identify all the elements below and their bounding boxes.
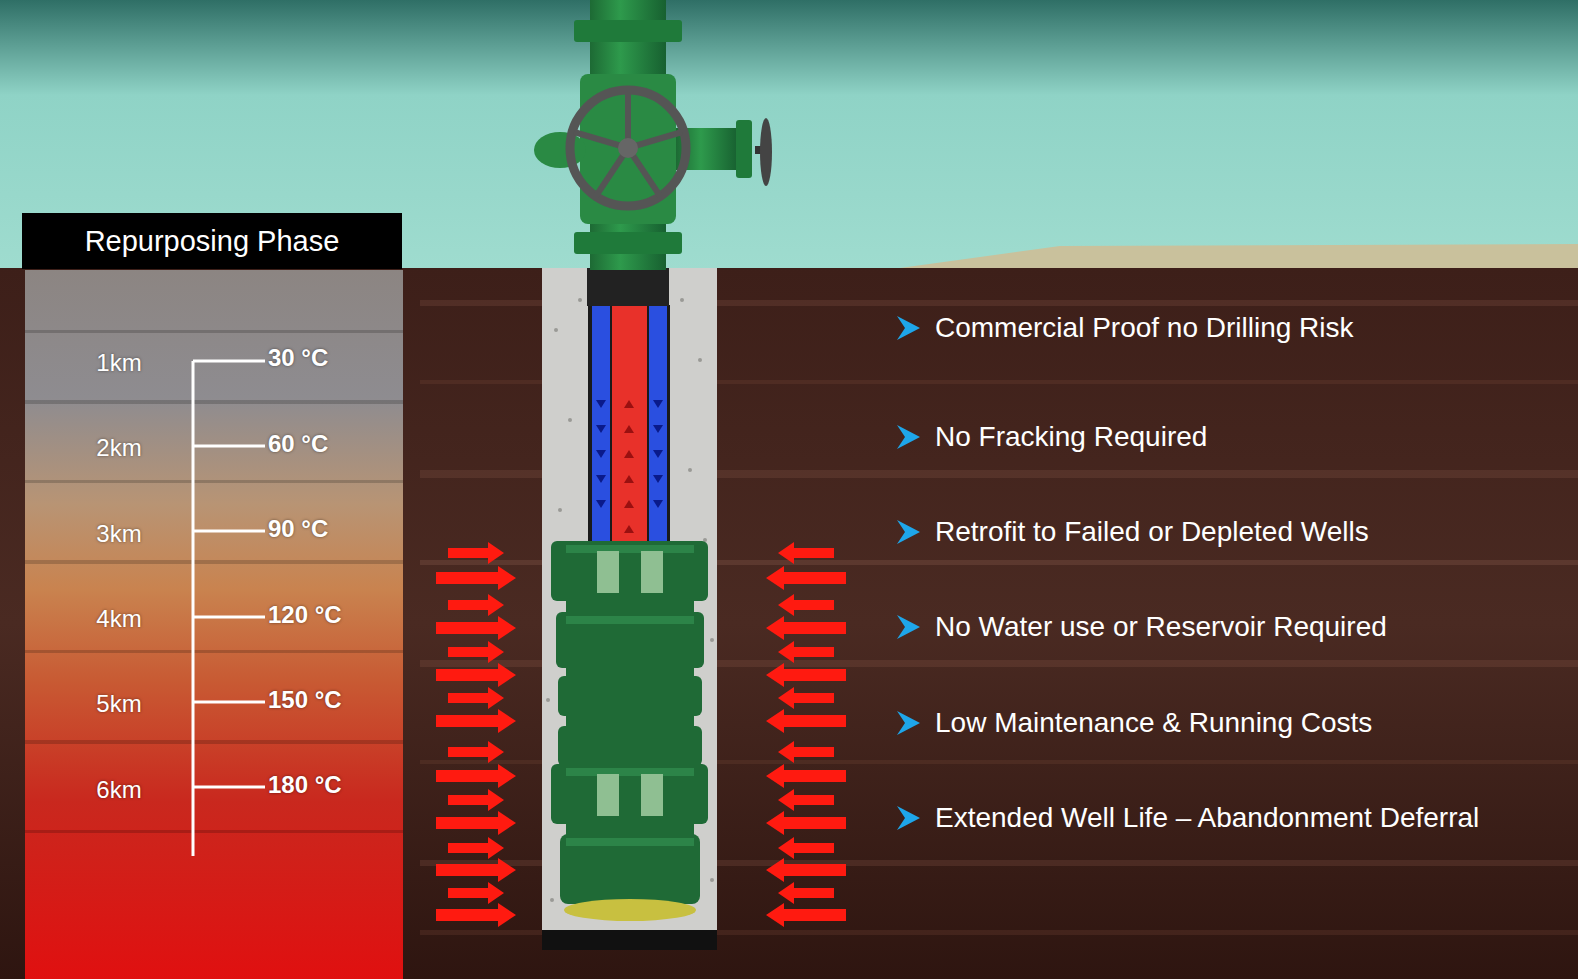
temperature-label: 60 °C [268, 430, 328, 458]
temperature-label: 120 °C [268, 601, 342, 629]
benefit-bullet: Retrofit to Failed or Depleted Wells [935, 516, 1369, 548]
depth-label: 1km [96, 349, 141, 377]
benefit-bullet: Low Maintenance & Running Costs [935, 707, 1372, 739]
benefit-bullet: Extended Well Life – Abandonment Deferra… [935, 802, 1479, 834]
benefit-bullet: No Fracking Required [935, 421, 1207, 453]
depth-label: 6km [96, 776, 141, 804]
depth-label: 5km [96, 690, 141, 718]
depth-label: 3km [96, 520, 141, 548]
benefit-bullet: Commercial Proof no Drilling Risk [935, 312, 1354, 344]
depth-label: 2km [96, 434, 141, 462]
temperature-label: 150 °C [268, 686, 342, 714]
temperature-label: 90 °C [268, 515, 328, 543]
phase-title: Repurposing Phase [85, 225, 340, 258]
phase-title-box: Repurposing Phase [22, 213, 402, 269]
temperature-label: 30 °C [268, 344, 328, 372]
depth-label: 4km [96, 605, 141, 633]
temperature-label: 180 °C [268, 771, 342, 799]
benefit-bullet: No Water use or Reservoir Required [935, 611, 1387, 643]
